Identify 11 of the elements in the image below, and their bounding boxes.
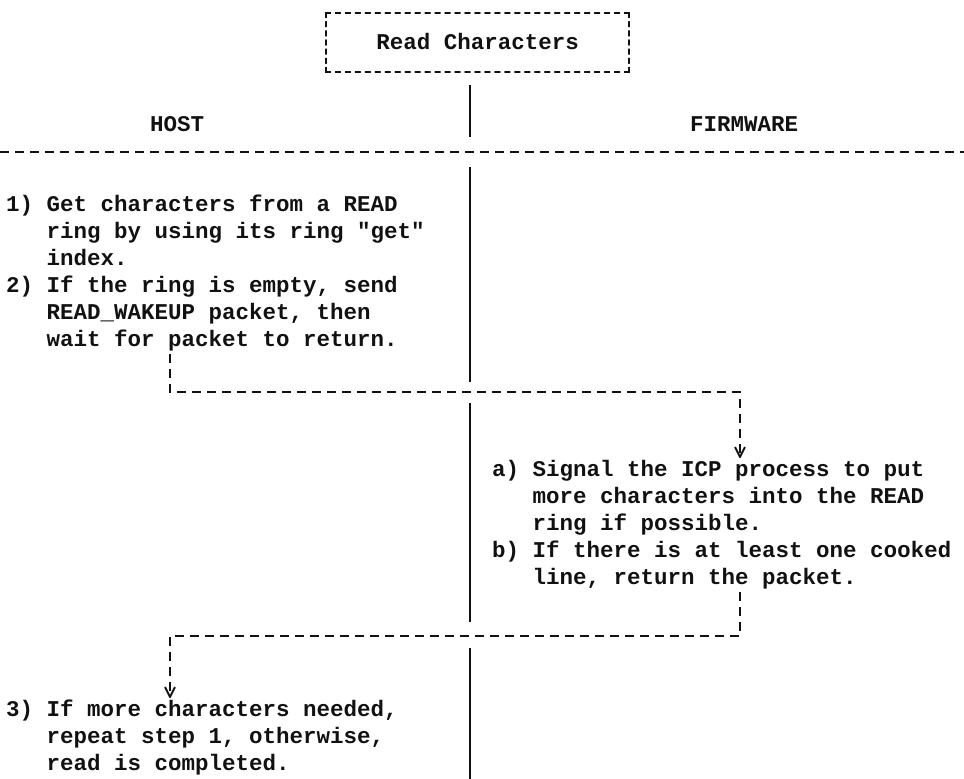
title-box xyxy=(325,12,630,73)
step-text: a) Signal the ICP process to put more characters into the READ ring if possible. xyxy=(492,457,926,538)
step-text: 3) If more characters needed, repeat step 1, otherwise, read is completed. xyxy=(6,697,399,778)
step-text: 1) Get characters from a READ ring by using its ring "get" index. xyxy=(6,192,426,273)
arrow xyxy=(169,354,746,458)
step-text: 2) If the ring is empty, send READ_WAKEUP packet, then wait for packet to return. xyxy=(6,273,399,354)
column-heading: FIRMWARE xyxy=(690,112,798,139)
title-text: Read Characters xyxy=(376,30,579,56)
column-heading: HOST xyxy=(150,112,204,139)
arrow xyxy=(164,592,741,698)
step-text: b) If there is at least one cooked line, return the packet. xyxy=(492,538,952,592)
